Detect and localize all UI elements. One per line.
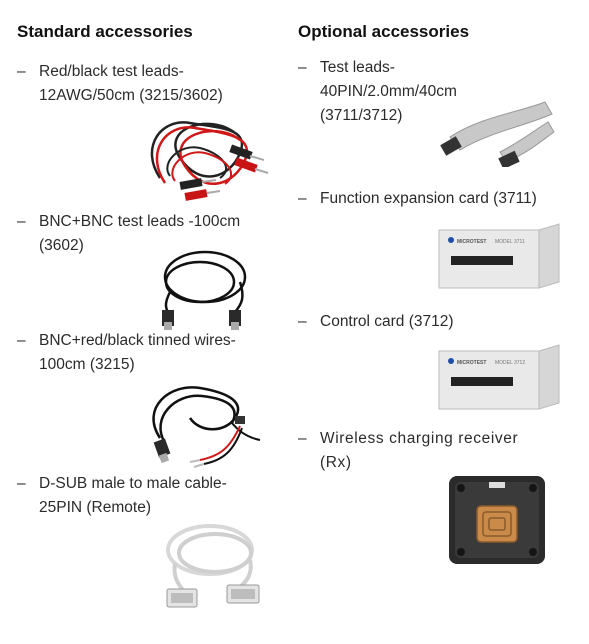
item-line: (3711/3712) — [320, 107, 403, 124]
list-item-bnc-bnc-leads: – BNC+BNC test leads -100cm (3602) — [17, 210, 287, 258]
bullet-dash: – — [17, 63, 26, 80]
list-item-control-card: – Control card (3712) — [298, 310, 568, 334]
list-item-dsub-cable: – D-SUB male to male cable- 25PIN (Remot… — [17, 472, 287, 520]
card-brand-text: MICROTEST — [457, 239, 486, 245]
bnc-tinned-wires-image — [152, 386, 261, 468]
item-line: Wireless charging receiver — [320, 430, 519, 447]
bullet-dash: – — [298, 190, 307, 207]
item-line: BNC+red/black tinned wires- — [39, 332, 236, 349]
item-line: 25PIN (Remote) — [39, 499, 151, 516]
red-black-test-leads-image — [150, 121, 269, 201]
wireless-receiver-image — [449, 476, 545, 564]
standard-accessories-heading: Standard accessories — [17, 22, 193, 41]
bullet-dash: – — [298, 59, 307, 76]
list-item-test-leads-40pin: – Test leads- 40PIN/2.0mm/40cm (3711/371… — [298, 56, 568, 128]
item-line: 12AWG/50cm (3215/3602) — [39, 87, 223, 104]
item-line: Red/black test leads- — [39, 63, 184, 80]
item-line: (3602) — [39, 237, 84, 254]
item-line: BNC+BNC test leads -100cm — [39, 213, 241, 230]
list-item-function-expansion-card: – Function expansion card (3711) — [298, 187, 578, 211]
list-item-bnc-tinned-wires: – BNC+red/black tinned wires- 100cm (321… — [17, 329, 287, 377]
card-brand-text: MICROTEST — [457, 360, 486, 366]
bullet-dash: – — [17, 475, 26, 492]
control-card-image: MICROTEST MODEL 3712 — [438, 344, 560, 410]
list-item-red-black-leads: – Red/black test leads- 12AWG/50cm (3215… — [17, 60, 287, 108]
item-line: D-SUB male to male cable- — [39, 475, 227, 492]
card-model-text: MODEL 3712 — [495, 360, 525, 366]
item-line: Function expansion card (3711) — [320, 190, 537, 207]
bullet-dash: – — [17, 213, 26, 230]
dsub-cable-image — [166, 524, 260, 608]
bnc-cable-image — [162, 250, 247, 330]
ribbon-cable-image — [440, 101, 555, 167]
bullet-dash: – — [17, 332, 26, 349]
list-item-wireless-charging-receiver: – Wireless charging receiver (Rx) — [298, 427, 578, 475]
bullet-dash: – — [298, 430, 308, 447]
item-line: 100cm (3215) — [39, 356, 135, 373]
bullet-dash: – — [298, 313, 307, 330]
card-model-text: MODEL 3711 — [495, 239, 525, 245]
item-line: (Rx) — [320, 454, 352, 471]
item-line: Control card (3712) — [320, 313, 454, 330]
item-line: 40PIN/2.0mm/40cm — [320, 83, 457, 100]
item-line: Test leads- — [320, 59, 395, 76]
expansion-card-image: MICROTEST MODEL 3711 — [438, 223, 560, 289]
optional-accessories-heading: Optional accessories — [298, 22, 470, 41]
